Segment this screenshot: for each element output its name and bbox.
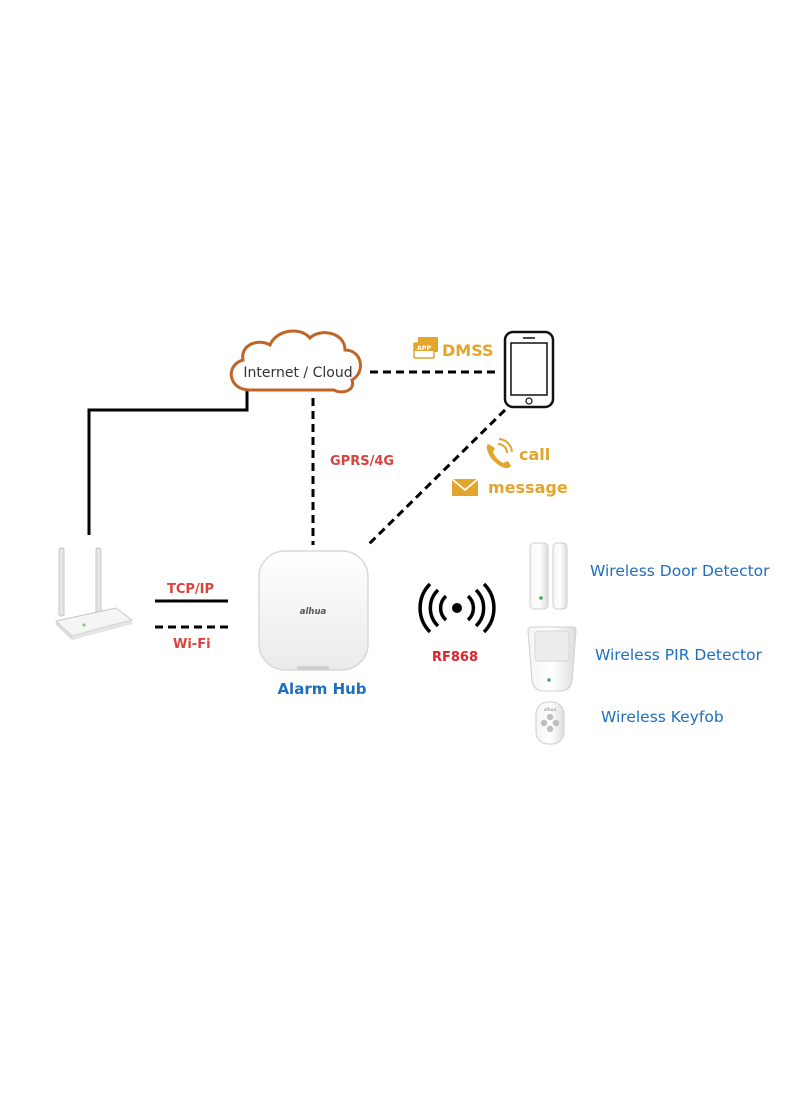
router-cloud-line — [87, 385, 249, 535]
rf-signal-icon — [418, 582, 496, 634]
keyfob-brand-logo: alhua — [544, 707, 557, 713]
dmss-label: DMSS — [442, 341, 494, 360]
message-notification: message — [451, 478, 568, 497]
call-notification: call — [486, 438, 550, 469]
pir-detector-lens — [534, 630, 570, 662]
keyfob-label: Wireless Keyfob — [601, 708, 724, 726]
door-detector-main — [529, 542, 549, 610]
phone-call-icon — [486, 438, 513, 469]
hub-brand-logo: alhua — [300, 607, 327, 617]
keyfob: alhua — [535, 701, 565, 745]
keyfob-button-left — [540, 719, 548, 727]
app-icon: APP — [413, 337, 438, 359]
keyfob-body — [535, 701, 565, 745]
pir-detector — [527, 626, 577, 692]
keyfob-button-right — [552, 719, 560, 727]
connections — [87, 370, 507, 629]
router-antenna-right — [95, 547, 102, 617]
tcpip-label: TCP/IP — [167, 582, 214, 597]
message-label: message — [488, 478, 568, 497]
call-label: call — [519, 445, 550, 464]
phone-home-button — [525, 397, 533, 405]
pir-detector-label: Wireless PIR Detector — [595, 646, 763, 664]
phone-hub-dashed-line — [366, 408, 507, 547]
door-detector-magnet — [552, 542, 568, 610]
gprs-label: GPRS/4G — [330, 454, 394, 469]
dmss-app: APP DMSS — [413, 337, 494, 360]
internet-cloud: Internet / Cloud — [229, 329, 362, 394]
rf-label: RF868 — [432, 650, 478, 665]
door-detector-label: Wireless Door Detector — [590, 562, 770, 580]
keyfob-button-top — [546, 713, 554, 721]
cloud-label: Internet / Cloud — [243, 365, 352, 381]
envelope-icon — [451, 478, 479, 496]
router-antenna-left — [58, 547, 65, 617]
cloud-icon — [229, 329, 362, 394]
phone-screen — [510, 342, 548, 396]
keyfob-button-bottom — [546, 725, 554, 733]
hub-label: Alarm Hub — [277, 680, 366, 698]
smartphone — [503, 330, 555, 409]
alarm-hub: alhua — [258, 550, 369, 671]
app-badge: APP — [417, 344, 432, 352]
wifi-label: Wi-Fi — [173, 637, 211, 652]
door-detector — [529, 542, 568, 610]
router — [54, 547, 134, 640]
